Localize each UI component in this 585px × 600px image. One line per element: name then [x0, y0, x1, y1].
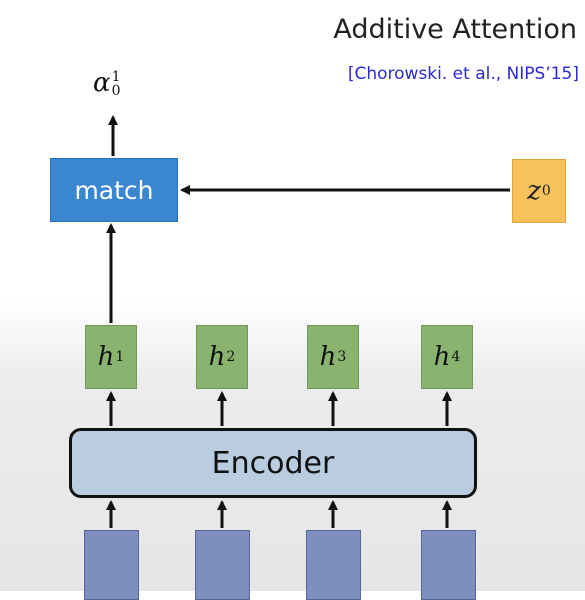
- h1-symbol: h: [97, 342, 115, 372]
- input-box-3: [306, 530, 361, 600]
- z-superscript: 0: [541, 183, 551, 199]
- h3-superscript: 3: [337, 349, 347, 365]
- input-box-2: [195, 530, 250, 600]
- alpha-subscript: 0: [111, 83, 121, 99]
- h4-superscript: 4: [451, 349, 461, 365]
- z-symbol: z: [527, 176, 541, 206]
- h4-symbol: h: [433, 342, 451, 372]
- alpha-symbol: α: [93, 68, 111, 98]
- slide-title: Additive Attention: [333, 14, 577, 45]
- h2-symbol: h: [208, 342, 226, 372]
- alpha-superscript: 1: [111, 69, 121, 85]
- h3-symbol: h: [319, 342, 337, 372]
- h2-superscript: 2: [226, 349, 236, 365]
- match-box: match: [50, 158, 178, 222]
- input-box-1: [84, 530, 139, 600]
- encoder-box: Encoder: [69, 428, 477, 498]
- citation: [Chorowski. et al., NIPS’15]: [347, 64, 579, 84]
- h1-superscript: 1: [115, 349, 125, 365]
